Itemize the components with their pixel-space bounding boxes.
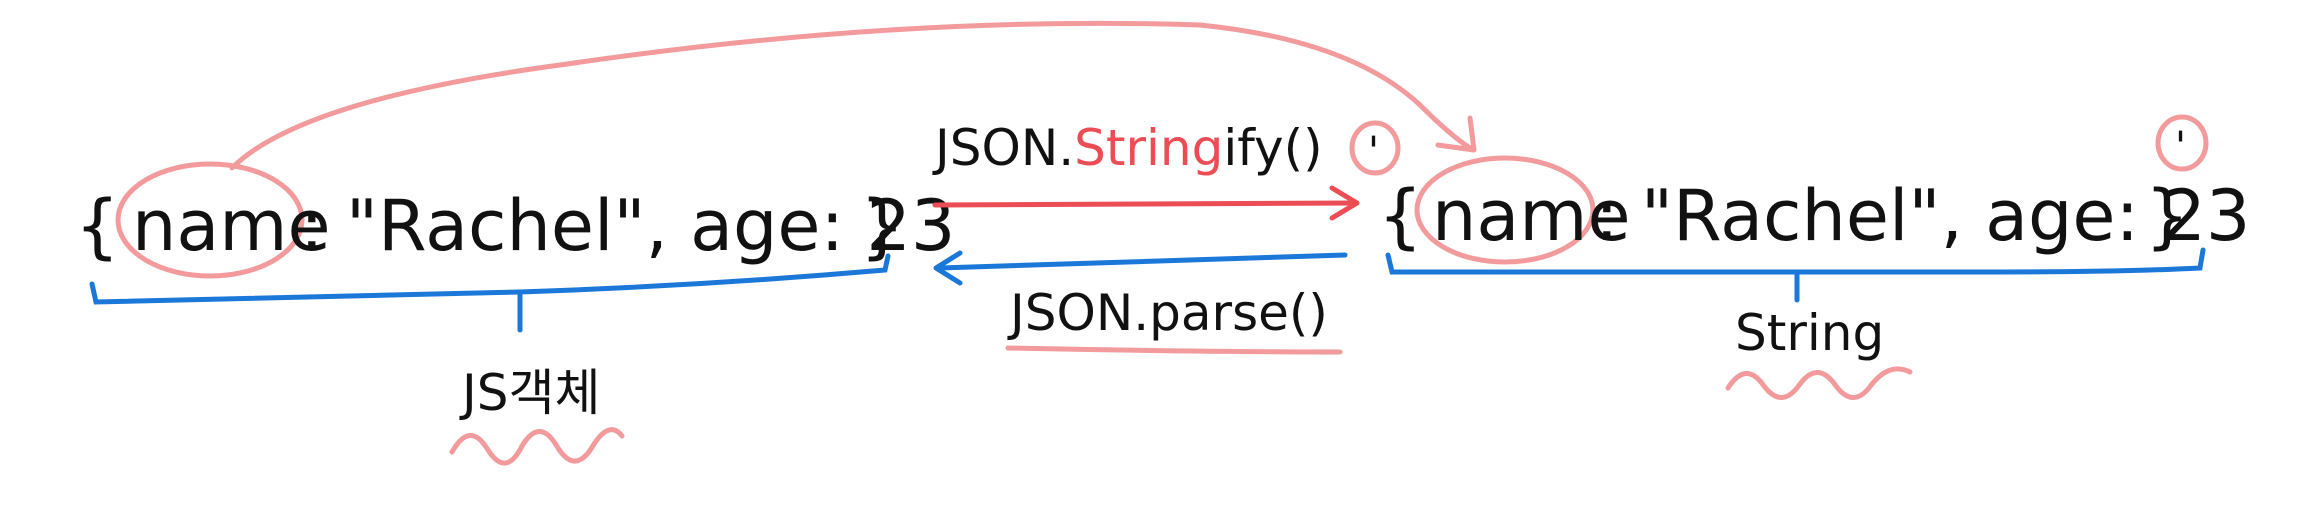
right-key-circle — [1414, 155, 1596, 265]
right-object-label: String — [1735, 304, 1884, 362]
right-key-name: name — [1432, 175, 1631, 257]
right-quote-circle — [2155, 114, 2209, 172]
right-quote-mark: ' — [2175, 124, 2186, 170]
parse-arrow — [937, 252, 1348, 271]
left-object-group: { name : "Rachel", age: 23 } JS객체 — [75, 161, 955, 466]
left-object-rest: : "Rachel", age: 23 — [300, 185, 955, 267]
right-label-squiggle — [1725, 366, 1913, 400]
stringify-arrowhead — [1329, 185, 1360, 221]
parse-group: JSON.parse() — [933, 250, 1348, 355]
parse-arrowhead — [933, 250, 963, 286]
left-brace-close: } — [860, 185, 905, 267]
stringify-prefix: JSON. — [932, 119, 1074, 177]
left-object-label: JS객체 — [459, 364, 600, 422]
stringify-arrow — [932, 200, 1358, 208]
stringify-highlight: String — [1074, 119, 1223, 177]
parse-label: JSON.parse() — [1007, 284, 1328, 342]
left-quote-circle — [1349, 120, 1401, 176]
right-brace-close: } — [2145, 175, 2190, 257]
stringify-suffix: ify() — [1223, 119, 1322, 177]
left-brace-open: { — [75, 185, 120, 267]
right-object-group: ' ' { name : "Rachel", age: 23 } String — [1349, 114, 2250, 400]
right-object-rest: : "Rachel", age: 23 — [1595, 175, 2250, 257]
left-key-name: name — [132, 185, 331, 267]
parse-underline — [1005, 345, 1343, 355]
left-label-squiggle — [449, 427, 625, 466]
key-curve-arrow — [229, 20, 1473, 171]
key-curve-arrowhead — [1435, 115, 1477, 153]
left-quote-mark: ' — [1368, 129, 1379, 175]
left-key-circle — [115, 161, 305, 279]
right-blue-bracket — [1385, 247, 2206, 275]
stringify-label: JSON.Stringify() — [932, 119, 1323, 177]
stringify-group: JSON.Stringify() — [932, 119, 1360, 221]
right-brace-open: { — [1378, 175, 1423, 257]
